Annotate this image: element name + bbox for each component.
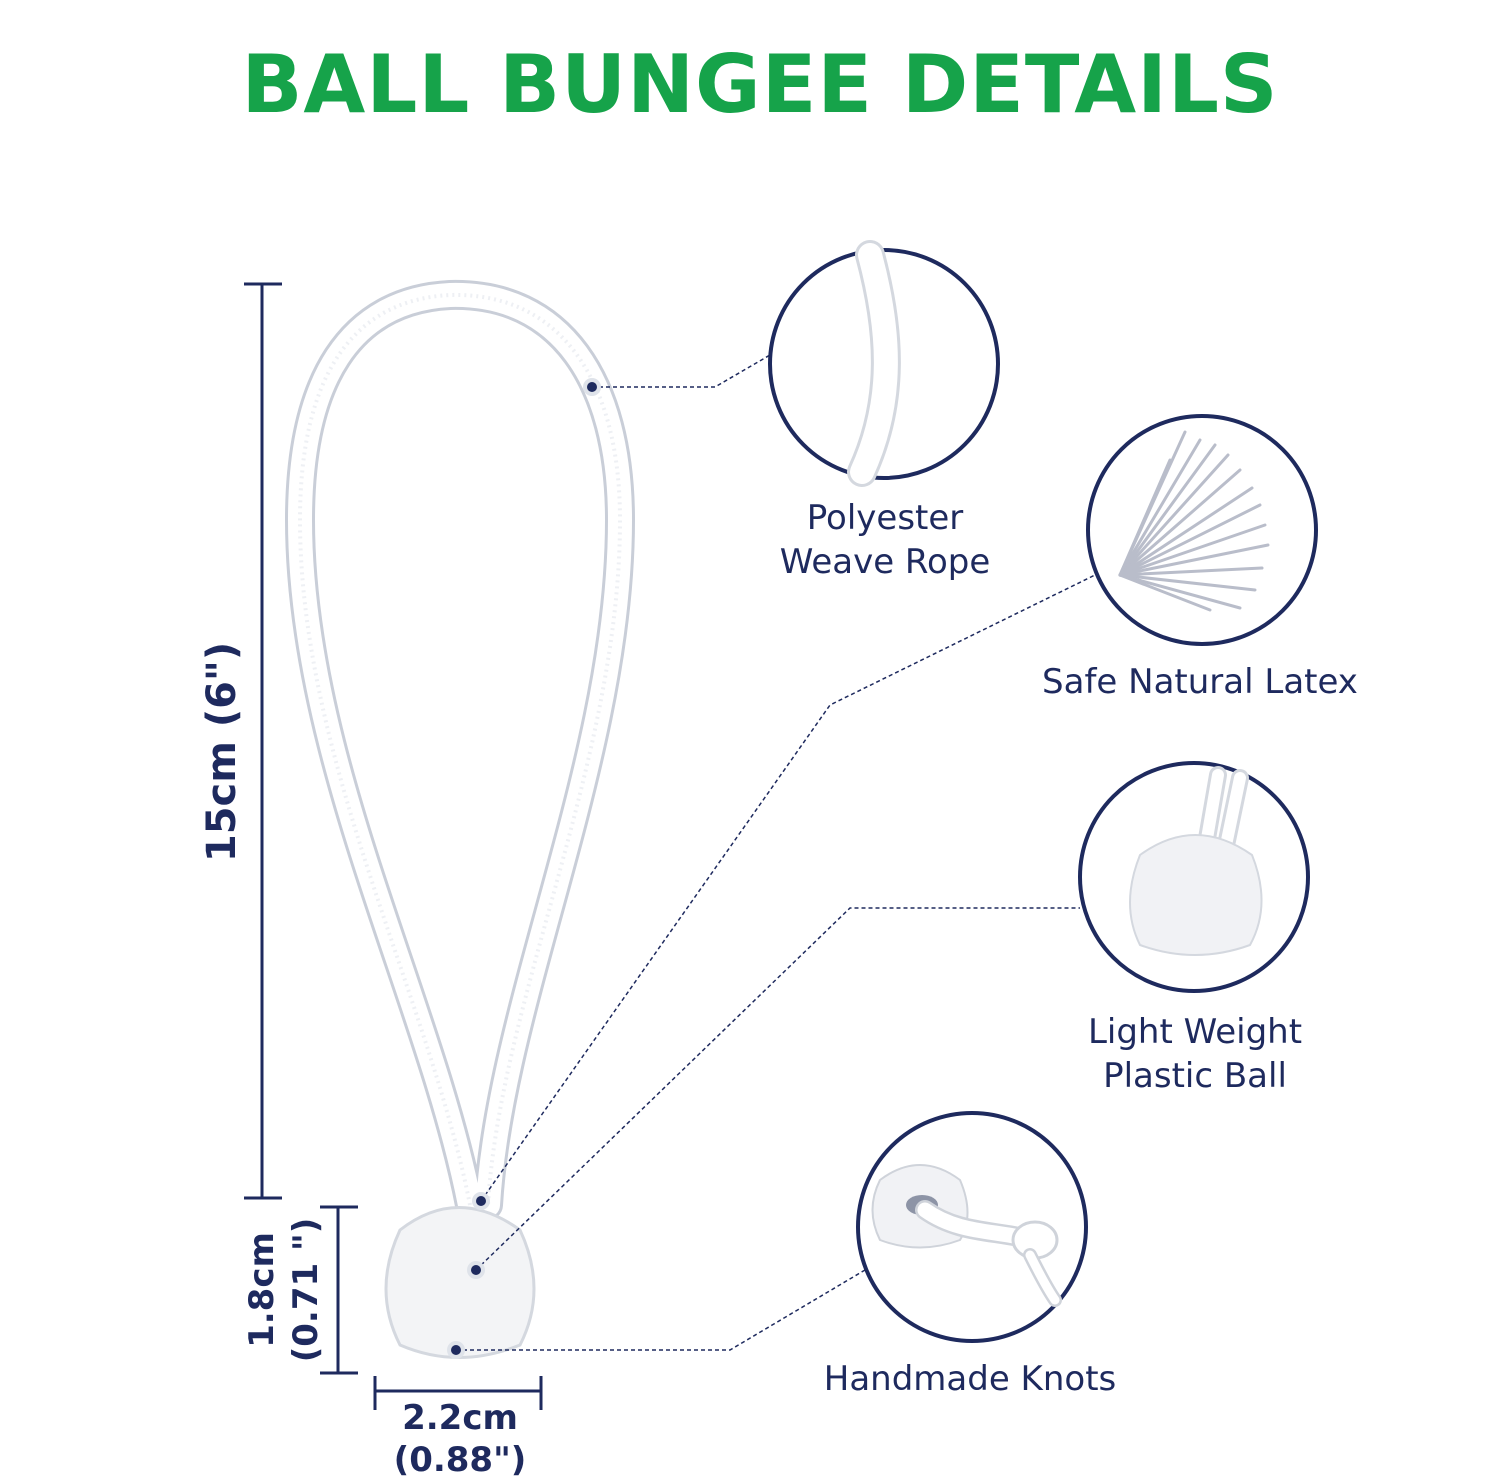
- feature-knots-line1: Handmade Knots: [823, 1359, 1117, 1399]
- feature-latex-line1: Safe Natural Latex: [1042, 662, 1358, 702]
- plastic-ball: [384, 1206, 536, 1359]
- ball-height-label-cm: 1.8cm: [242, 1232, 282, 1348]
- ball-width-label-cm: 2.2cm: [402, 1398, 518, 1438]
- feature-ball-line1: Light Weight: [1087, 1012, 1303, 1052]
- feature-rope-line2: Weave Rope: [779, 542, 991, 582]
- feature-label-ball: Light Weight Plastic Ball: [1060, 1010, 1330, 1098]
- marker-dots: [447, 378, 601, 1359]
- length-dimension-line: [244, 282, 282, 1200]
- page-title: BALL BUNGEE DETAILS: [241, 38, 1279, 131]
- rope-closeup-icon: [768, 240, 1000, 487]
- plastic-ball-icon: [1078, 761, 1310, 993]
- feature-label-latex: Safe Natural Latex: [1030, 660, 1370, 704]
- feature-rope-line1: Polyester: [806, 498, 964, 538]
- bungee-loop: [284, 279, 636, 1220]
- ball-width-dimension-line: [373, 1376, 543, 1410]
- latex-strands-icon: [1086, 414, 1318, 646]
- knot-icon: [856, 1111, 1088, 1343]
- leader-lines: [456, 354, 1096, 1351]
- feature-label-knots: Handmade Knots: [805, 1357, 1135, 1401]
- ball-width-label-in: (0.88"): [393, 1440, 527, 1480]
- ball-height-label-in: (0.71 "): [286, 1217, 326, 1363]
- length-dimension-label: 15cm (6"): [199, 641, 245, 863]
- feature-ball-line2: Plastic Ball: [1103, 1056, 1287, 1096]
- feature-label-rope: Polyester Weave Rope: [760, 496, 1010, 584]
- ball-height-dimension-line: [320, 1205, 358, 1375]
